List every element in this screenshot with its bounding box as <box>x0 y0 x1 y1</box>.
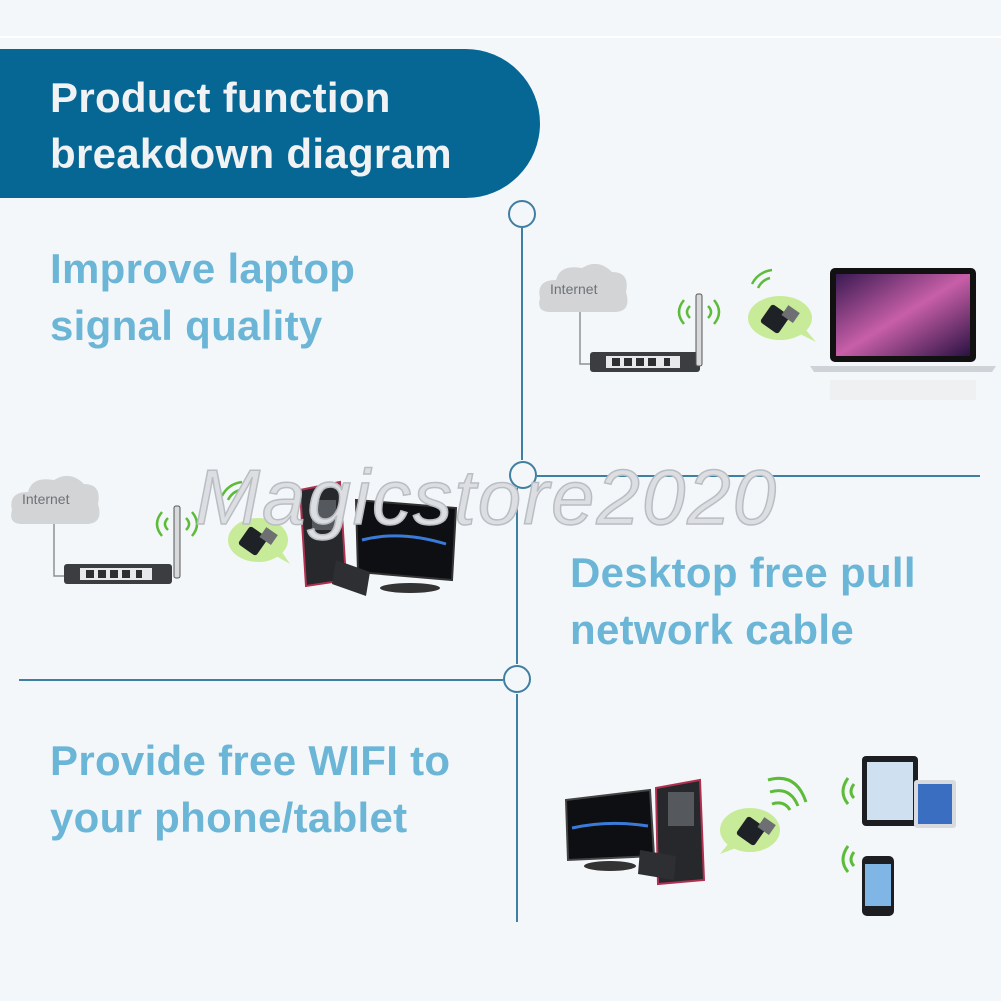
router-icon <box>64 505 181 584</box>
watermark: Magicstore2020 <box>194 452 778 542</box>
cloud-label: Internet <box>22 491 70 507</box>
timeline-vertical-middle <box>516 488 518 664</box>
timeline-vertical-bottom <box>516 694 518 922</box>
desktop-computer-icon <box>298 480 458 596</box>
internet-cloud-icon <box>539 263 628 312</box>
cloud-label: Internet <box>550 281 598 297</box>
feature-heading-phone: Provide free WIFI to your phone/tablet <box>50 732 450 846</box>
feature-heading-desktop: Desktop free pull network cable <box>570 544 916 658</box>
wifi-adapter-icon <box>228 518 290 564</box>
wifi-adapter-icon <box>748 296 816 342</box>
timeline-node-1 <box>508 200 536 228</box>
feature-heading-laptop-line2: signal quality <box>50 302 323 349</box>
feature-heading-laptop: Improve laptop signal quality <box>50 240 355 354</box>
laptop-scene: Internet <box>539 263 996 400</box>
phone-icon <box>862 856 894 916</box>
phone-tablet-scene <box>564 756 956 916</box>
timeline-horizontal-left <box>19 679 503 681</box>
timeline-node-3 <box>503 665 531 693</box>
feature-heading-desktop-line1: Desktop free pull <box>570 549 916 596</box>
top-divider <box>0 36 1001 38</box>
desktop-scene: Internet <box>11 475 458 596</box>
router-icon <box>590 293 703 372</box>
feature-heading-laptop-line1: Improve laptop <box>50 245 356 292</box>
signal-waves-icon <box>767 776 856 873</box>
title-banner <box>0 49 540 198</box>
feature-heading-phone-line1: Provide free WIFI to <box>50 737 451 784</box>
timeline-horizontal-right <box>537 475 980 477</box>
timeline-node-2 <box>509 461 537 489</box>
internet-cloud-icon <box>11 475 100 524</box>
signal-waves-icon <box>155 480 243 537</box>
banner-title-line1: Product function <box>50 74 391 121</box>
feature-heading-phone-line2: your phone/tablet <box>50 794 408 841</box>
tablet-icon <box>862 756 956 828</box>
banner-title-line2: breakdown diagram <box>50 130 452 177</box>
desktop-computer-icon <box>564 778 706 886</box>
feature-heading-desktop-line2: network cable <box>570 606 854 653</box>
laptop-icon <box>810 268 996 400</box>
signal-waves-icon <box>677 268 773 325</box>
banner-title: Product function breakdown diagram <box>50 70 452 182</box>
timeline-vertical-top <box>521 228 523 460</box>
wifi-adapter-icon <box>720 808 780 854</box>
